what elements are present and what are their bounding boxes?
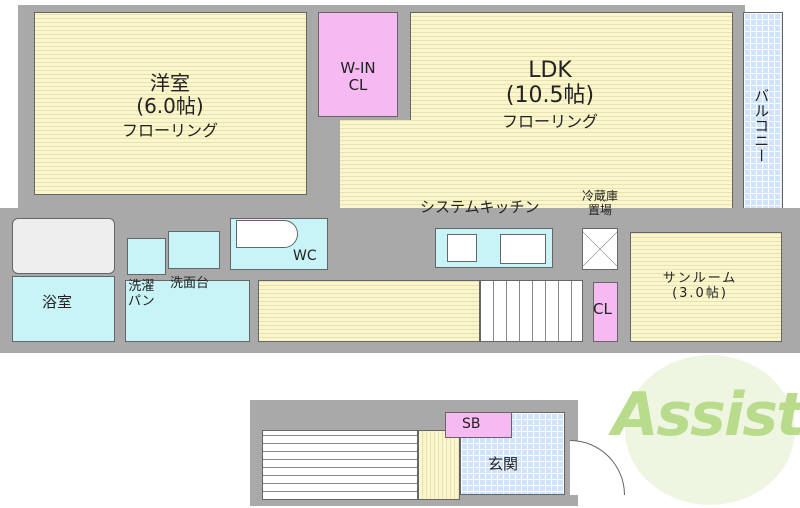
washbasin [168, 231, 220, 269]
sunroom-label: サンルーム (3.0帖) [640, 271, 760, 302]
logo-circle [625, 355, 795, 505]
closet [593, 282, 618, 342]
entrance-staircase [262, 430, 418, 500]
washbasin-label: 洗面台 [170, 276, 210, 291]
ldk-label: LDK (10.5帖) フローリング [470, 58, 630, 131]
western-room [34, 12, 307, 195]
bathroom [12, 276, 115, 342]
fridge-line1: 冷蔵庫 [581, 189, 618, 203]
stove-icon [447, 234, 477, 262]
western-room-label: 洋室 (6.0帖) フローリング [90, 72, 250, 140]
fridge-label: 冷蔵庫 置場 [570, 189, 630, 218]
shoe-box [445, 412, 512, 438]
balcony-label: バルコニー [752, 88, 771, 163]
entrance-label: 玄関 [488, 455, 519, 473]
walk-in-closet-label: W-IN CL [318, 59, 398, 95]
room-name: LDK [528, 58, 572, 83]
hallway [258, 280, 480, 342]
room-size: (10.5帖) [505, 83, 595, 109]
ldk-room [410, 12, 733, 217]
entrance-hall [418, 430, 460, 500]
logo-text: Assist [612, 380, 800, 450]
washer-line1: 洗濯 [128, 279, 155, 294]
floor-type: フローリング [501, 111, 598, 131]
toilet-icon [236, 220, 298, 248]
shoe-box-label: SB [462, 416, 481, 432]
kitchen-label: システムキッチン [420, 198, 540, 216]
closet-label: CL [593, 300, 612, 318]
balcony [743, 12, 783, 222]
room-name: サンルーム [662, 271, 738, 286]
closet-line1: W-IN [340, 59, 376, 77]
bathtub [12, 218, 115, 274]
washer-line2: パン [128, 293, 155, 309]
staircase [480, 280, 583, 342]
bathroom-label: 浴室 [42, 293, 73, 311]
washer-pan [127, 238, 166, 275]
room-name: 洋室 [150, 71, 190, 95]
room-size: (3.0帖) [672, 285, 728, 301]
sunroom [630, 232, 782, 342]
washroom [125, 280, 250, 342]
walk-in-closet [318, 12, 398, 117]
room-size: (6.0帖) [136, 94, 204, 118]
wc-label: WC [293, 248, 317, 264]
fridge-line2: 置場 [587, 202, 612, 217]
closet-line2: CL [348, 76, 368, 95]
sink-icon [500, 234, 546, 264]
fridge-space [582, 228, 618, 270]
washer-label: 洗濯 パン [128, 279, 155, 310]
floor-type: フローリング [121, 121, 218, 140]
